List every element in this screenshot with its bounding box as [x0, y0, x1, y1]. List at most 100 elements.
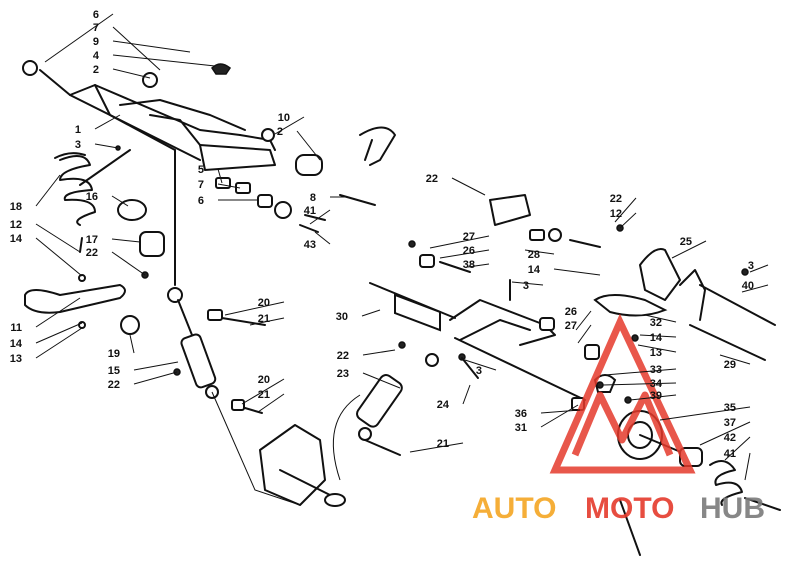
rear-arm-assembly [369, 194, 601, 401]
callout-label-20: 20 [258, 297, 270, 309]
callout-leader-13 [35, 327, 83, 359]
callout-label-22: 22 [337, 350, 349, 362]
callout-label-10: 10 [278, 112, 290, 124]
callout-leader-43 [314, 231, 331, 245]
callout-leader-22 [614, 197, 637, 223]
callout-label-13: 13 [10, 353, 22, 365]
callout-label-34: 34 [650, 378, 663, 390]
callout-label-38: 38 [463, 259, 475, 271]
lower-mount-bracket [211, 391, 346, 507]
watermark-logo [549, 313, 696, 474]
callout-leader-12 [619, 212, 637, 229]
callout-leader-19 [129, 334, 135, 354]
watermark-text: AUTO MOTO HUB [472, 492, 765, 525]
callout-leader-31 [540, 404, 579, 428]
callout-label-28: 28 [528, 249, 540, 261]
callout-label-27: 27 [463, 231, 475, 243]
callout-label-7: 7 [198, 179, 204, 191]
callout-leader-27 [577, 324, 592, 344]
callout-leader-24 [462, 384, 471, 405]
callout-label-11: 11 [10, 322, 22, 334]
callout-label-12: 12 [610, 208, 622, 220]
callout-leader-29 [719, 354, 751, 365]
callout-leader-41 [309, 209, 331, 225]
callout-label-9: 9 [93, 36, 99, 48]
callout-leader-4 [112, 54, 216, 67]
watermark-auto: AUTO [472, 492, 556, 525]
callout-label-24: 24 [437, 399, 450, 411]
callout-leader-22 [362, 349, 396, 356]
callout-leader-32 [644, 314, 677, 323]
callout-label-2: 2 [277, 126, 283, 138]
rear-shock-absorber [332, 353, 439, 481]
callout-leader-14 [553, 268, 601, 276]
callout-leader-34 [602, 382, 677, 386]
callout-label-41: 41 [304, 205, 316, 217]
callout-label-12: 12 [10, 219, 22, 231]
front-shock-absorber [167, 149, 266, 414]
callout-label-19: 19 [108, 348, 120, 360]
callout-label-15: 15 [108, 365, 120, 377]
callout-leader-20 [241, 378, 285, 405]
callout-label-22: 22 [108, 379, 120, 391]
callout-label-14: 14 [10, 338, 23, 350]
callout-leader-1 [94, 114, 121, 130]
callout-leader-2 [112, 68, 151, 79]
callout-label-5: 5 [198, 164, 204, 176]
callout-leader-10 [274, 116, 305, 135]
callout-leader-11 [35, 297, 81, 328]
callout-label-22: 22 [426, 173, 438, 185]
callout-leader-15 [133, 361, 179, 371]
callout-leader-21 [249, 317, 285, 326]
callout-label-27: 27 [565, 320, 577, 332]
callout-leader-3 [94, 143, 119, 149]
callout-label-22: 22 [86, 247, 98, 259]
callout-label-42: 42 [724, 432, 736, 444]
callout-label-31: 31 [515, 422, 527, 434]
callout-label-26: 26 [565, 306, 577, 318]
callout-leader-22 [111, 251, 146, 276]
callout-label-13: 13 [650, 347, 662, 359]
callout-leader-7 [112, 26, 161, 71]
callout-leader-26 [439, 249, 490, 259]
callout-label-29: 29 [724, 359, 736, 371]
callout-label-3: 3 [748, 260, 754, 272]
callout-label-14: 14 [528, 264, 541, 276]
callout-label-41: 41 [724, 448, 736, 460]
callout-label-21: 21 [258, 313, 270, 325]
callout-leader-23 [362, 372, 401, 389]
callout-leader-16 [111, 195, 129, 207]
callout-label-14: 14 [10, 233, 23, 245]
callout-label-22: 22 [610, 193, 622, 205]
watermark-hub: HUB [700, 492, 765, 525]
callout-leader-3 [511, 281, 544, 286]
callout-leader-27 [429, 235, 490, 249]
callout-label-6: 6 [198, 195, 204, 207]
callout-leader-37 [699, 421, 751, 446]
callout-leader-40 [741, 284, 769, 293]
callout-label-16: 16 [86, 191, 98, 203]
callout-label-18: 18 [10, 201, 22, 213]
callout-leader-5 [217, 168, 223, 184]
callout-label-39: 39 [650, 390, 662, 402]
callout-label-40: 40 [742, 280, 754, 292]
callout-leader-17 [111, 238, 141, 243]
callout-label-25: 25 [680, 236, 692, 248]
callout-label-32: 32 [650, 317, 662, 329]
callout-leader-21 [409, 442, 464, 453]
front-arm-assembly [22, 60, 396, 233]
callout-leader-26 [575, 310, 592, 331]
callout-leader-12 [35, 223, 81, 253]
callout-label-2: 2 [93, 64, 99, 76]
callout-leader-14 [35, 322, 83, 344]
callout-label-21: 21 [437, 438, 449, 450]
front-spring-assembly [24, 145, 165, 335]
callout-leader-7 [217, 183, 241, 189]
callout-label-3: 3 [476, 365, 482, 377]
callout-leader-3 [749, 264, 769, 273]
callout-leader-6 [44, 13, 114, 63]
callout-label-26: 26 [463, 245, 475, 257]
callout-leader-30 [361, 309, 381, 317]
callout-leader-22 [451, 177, 486, 196]
